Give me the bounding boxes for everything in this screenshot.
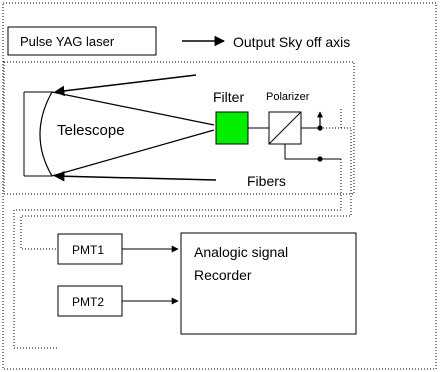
fibers-label: Fibers [247,173,286,189]
laser-box: Pulse YAG laser [7,26,157,56]
polarizer-out-reflected [284,144,320,160]
pmt1-box: PMT1 [57,233,123,265]
recorder-label-line2: Recorder [194,267,252,283]
ray-converge-top [51,91,215,126]
pmt2-box: PMT2 [57,285,123,317]
filter-label: Filter [213,89,244,105]
laser-label: Pulse YAG laser [20,34,115,49]
ray-converge-bottom [51,129,215,177]
telescope-mirror [39,91,53,177]
recorder-label-line1: Analogic signal [194,244,288,260]
ray-in-top [53,74,197,97]
recorder-box: Analogic signal Recorder [180,232,357,335]
pmt1-label: PMT1 [72,243,104,257]
optics-frame [3,61,355,195]
ray-in-bottom [53,170,217,182]
fiber-dotted-pmt1 [20,127,352,250]
fiber-dotted-top [320,107,342,129]
outer-frame [2,2,437,370]
telescope-label: Telescope [57,122,125,139]
filter-block [215,111,249,145]
output-label: Output Sky off axis [233,34,350,50]
polarizer-cube [268,111,302,145]
fiber-dotted-pmt2 [13,159,342,349]
pmt2-label: PMT2 [72,295,104,309]
polarizer-label: Polarizer [266,91,310,103]
